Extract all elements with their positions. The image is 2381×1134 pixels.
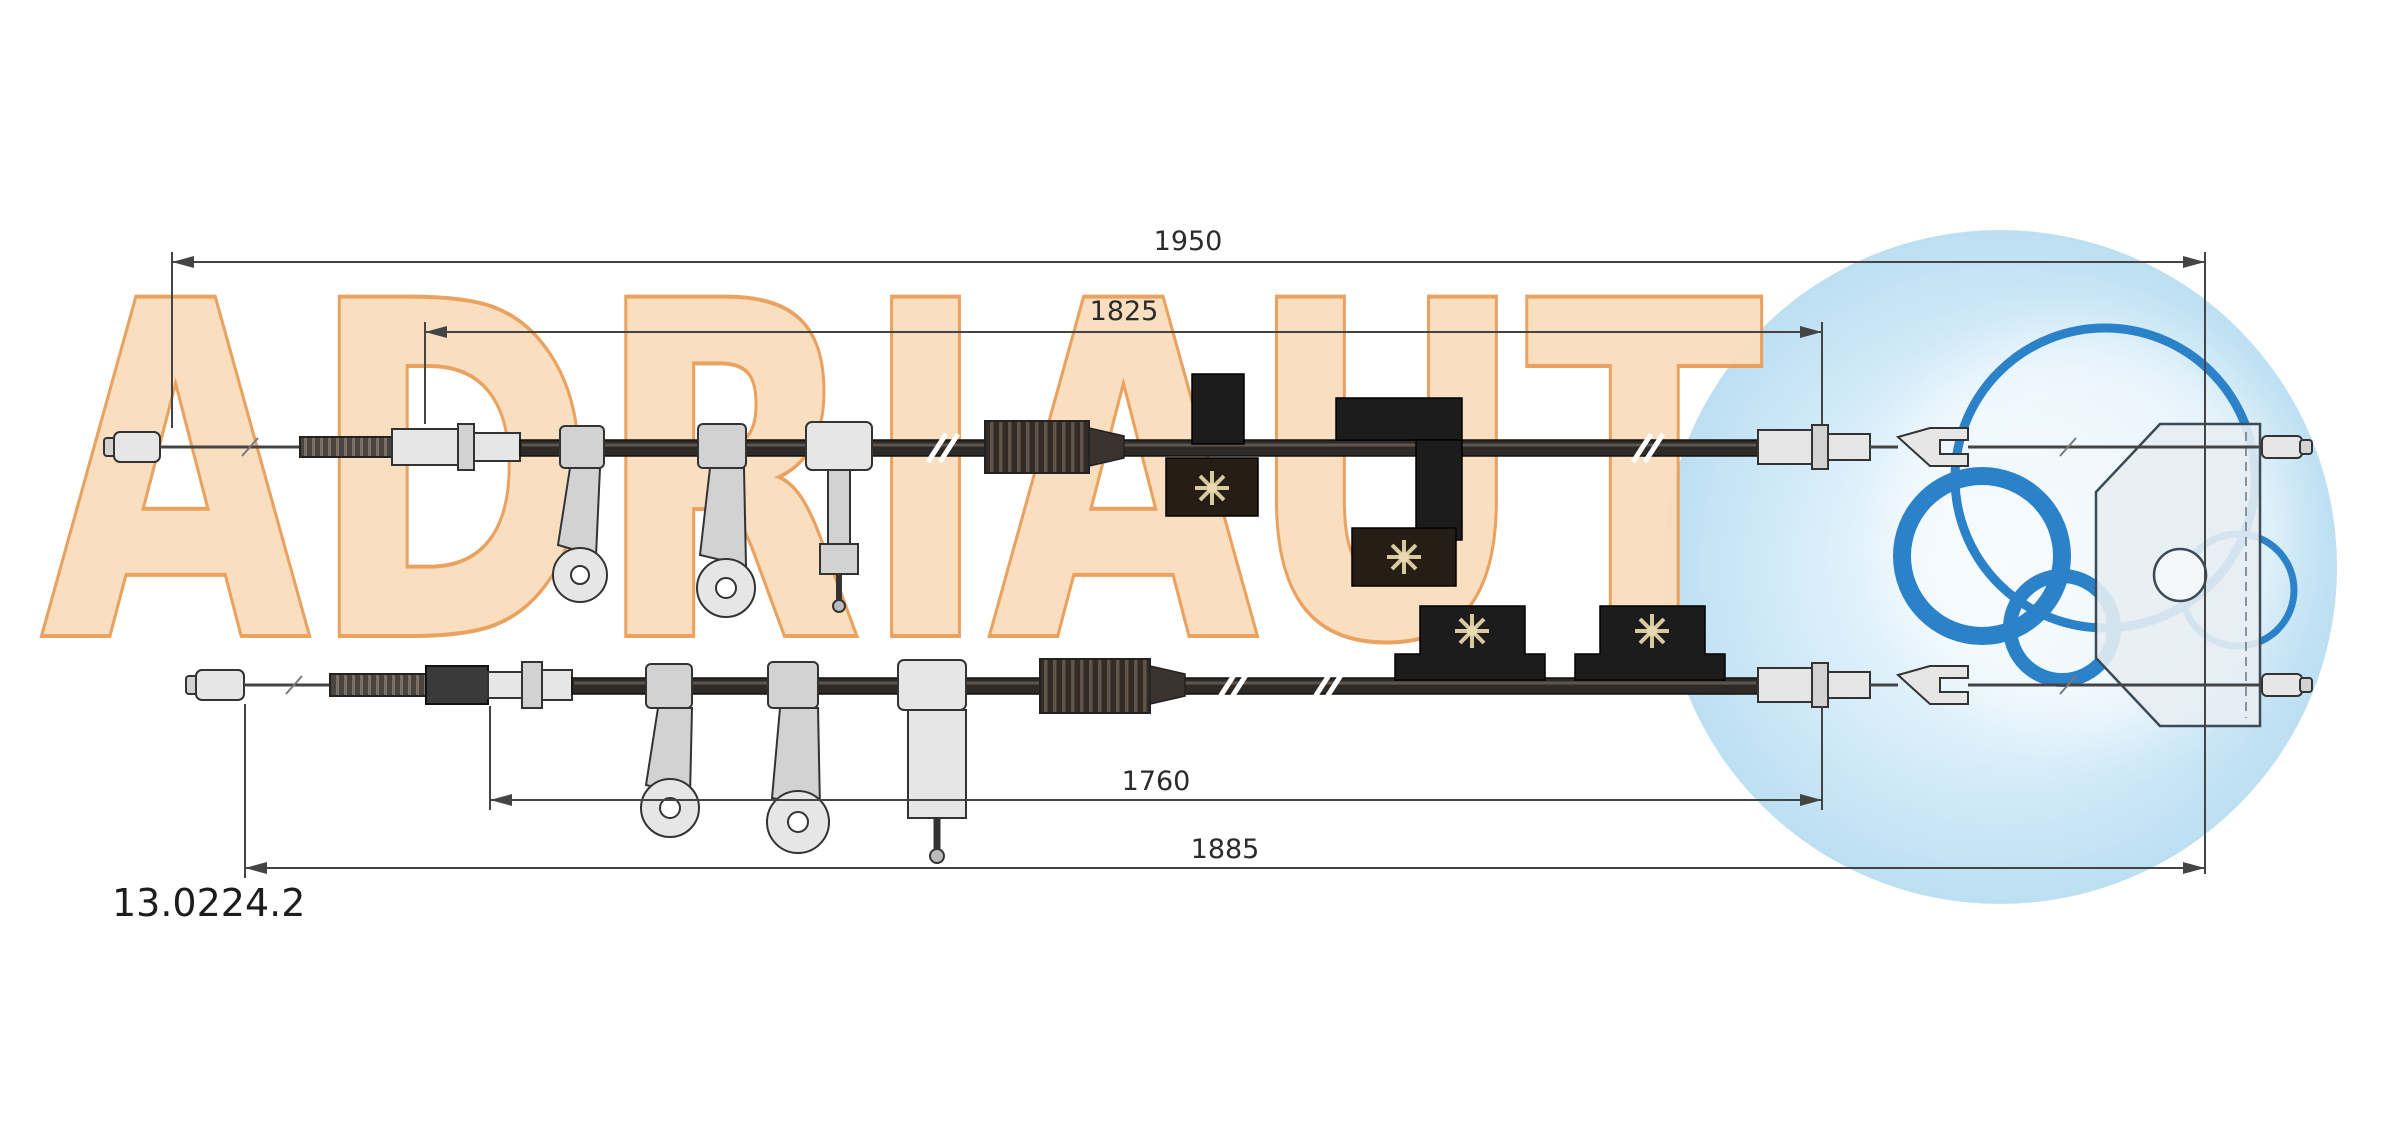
fixing-point-icon: [1385, 538, 1423, 576]
dimension-1950: 1950: [171, 226, 2206, 874]
wire-break-mark: [285, 675, 303, 695]
dimension-label: 1760: [1122, 766, 1191, 797]
hanger-bracket: [766, 661, 830, 854]
dimensions: 1950 1825 1760 1885: [171, 226, 2206, 878]
mounting-plate: [2094, 422, 2262, 728]
clevis-fork: [1895, 665, 1969, 705]
lower-cable-right-end: [1757, 662, 2313, 708]
fixing-bracket: [1335, 397, 1463, 587]
fixing-point-icon: [1453, 612, 1491, 650]
upper-cable-right-end: [1757, 424, 2313, 470]
hanger-bracket: [640, 663, 700, 838]
bolt-clip-bracket: [805, 421, 873, 613]
ribbed-grommet: [984, 420, 1125, 474]
lower-cable-left-end: [185, 669, 245, 701]
lower-adjuster: [425, 661, 573, 709]
dimension-1825: 1825: [424, 296, 1823, 424]
conduit-break-mark: [1310, 670, 1346, 702]
conduit-break-mark: [925, 432, 961, 464]
conduit-break-mark: [1215, 670, 1251, 702]
logo-ring-bold-icon: [1893, 467, 2071, 645]
dimension-label: 1950: [1154, 226, 1223, 257]
dimension-1885: 1885: [244, 704, 2205, 878]
upper-cable: [103, 373, 2313, 618]
hanger-bracket: [552, 425, 608, 603]
fixing-point-icon: [1633, 612, 1671, 650]
dimension-label: 1885: [1191, 834, 1260, 865]
lower-spring-section: [329, 673, 427, 697]
clevis-fork: [1895, 427, 1969, 467]
upper-spring-section: [299, 436, 393, 458]
part-number: 13.0224.2: [112, 881, 305, 925]
fixing-point-icon: [1193, 469, 1231, 507]
dimension-1760: 1760: [489, 706, 1823, 810]
conduit-break-mark: [1630, 432, 1666, 464]
fixing-bracket: [1165, 373, 1259, 517]
wire-break-mark: [241, 437, 259, 457]
mounting-plate-hole: [2152, 547, 2208, 603]
bolt-clip-bracket: [897, 659, 967, 864]
upper-adjuster: [391, 423, 521, 471]
ribbed-grommet: [1039, 658, 1186, 714]
fixing-bracket: [1394, 605, 1546, 681]
hanger-bracket: [696, 423, 756, 618]
dimension-label: 1825: [1090, 296, 1159, 327]
fixing-bracket: [1574, 605, 1726, 681]
